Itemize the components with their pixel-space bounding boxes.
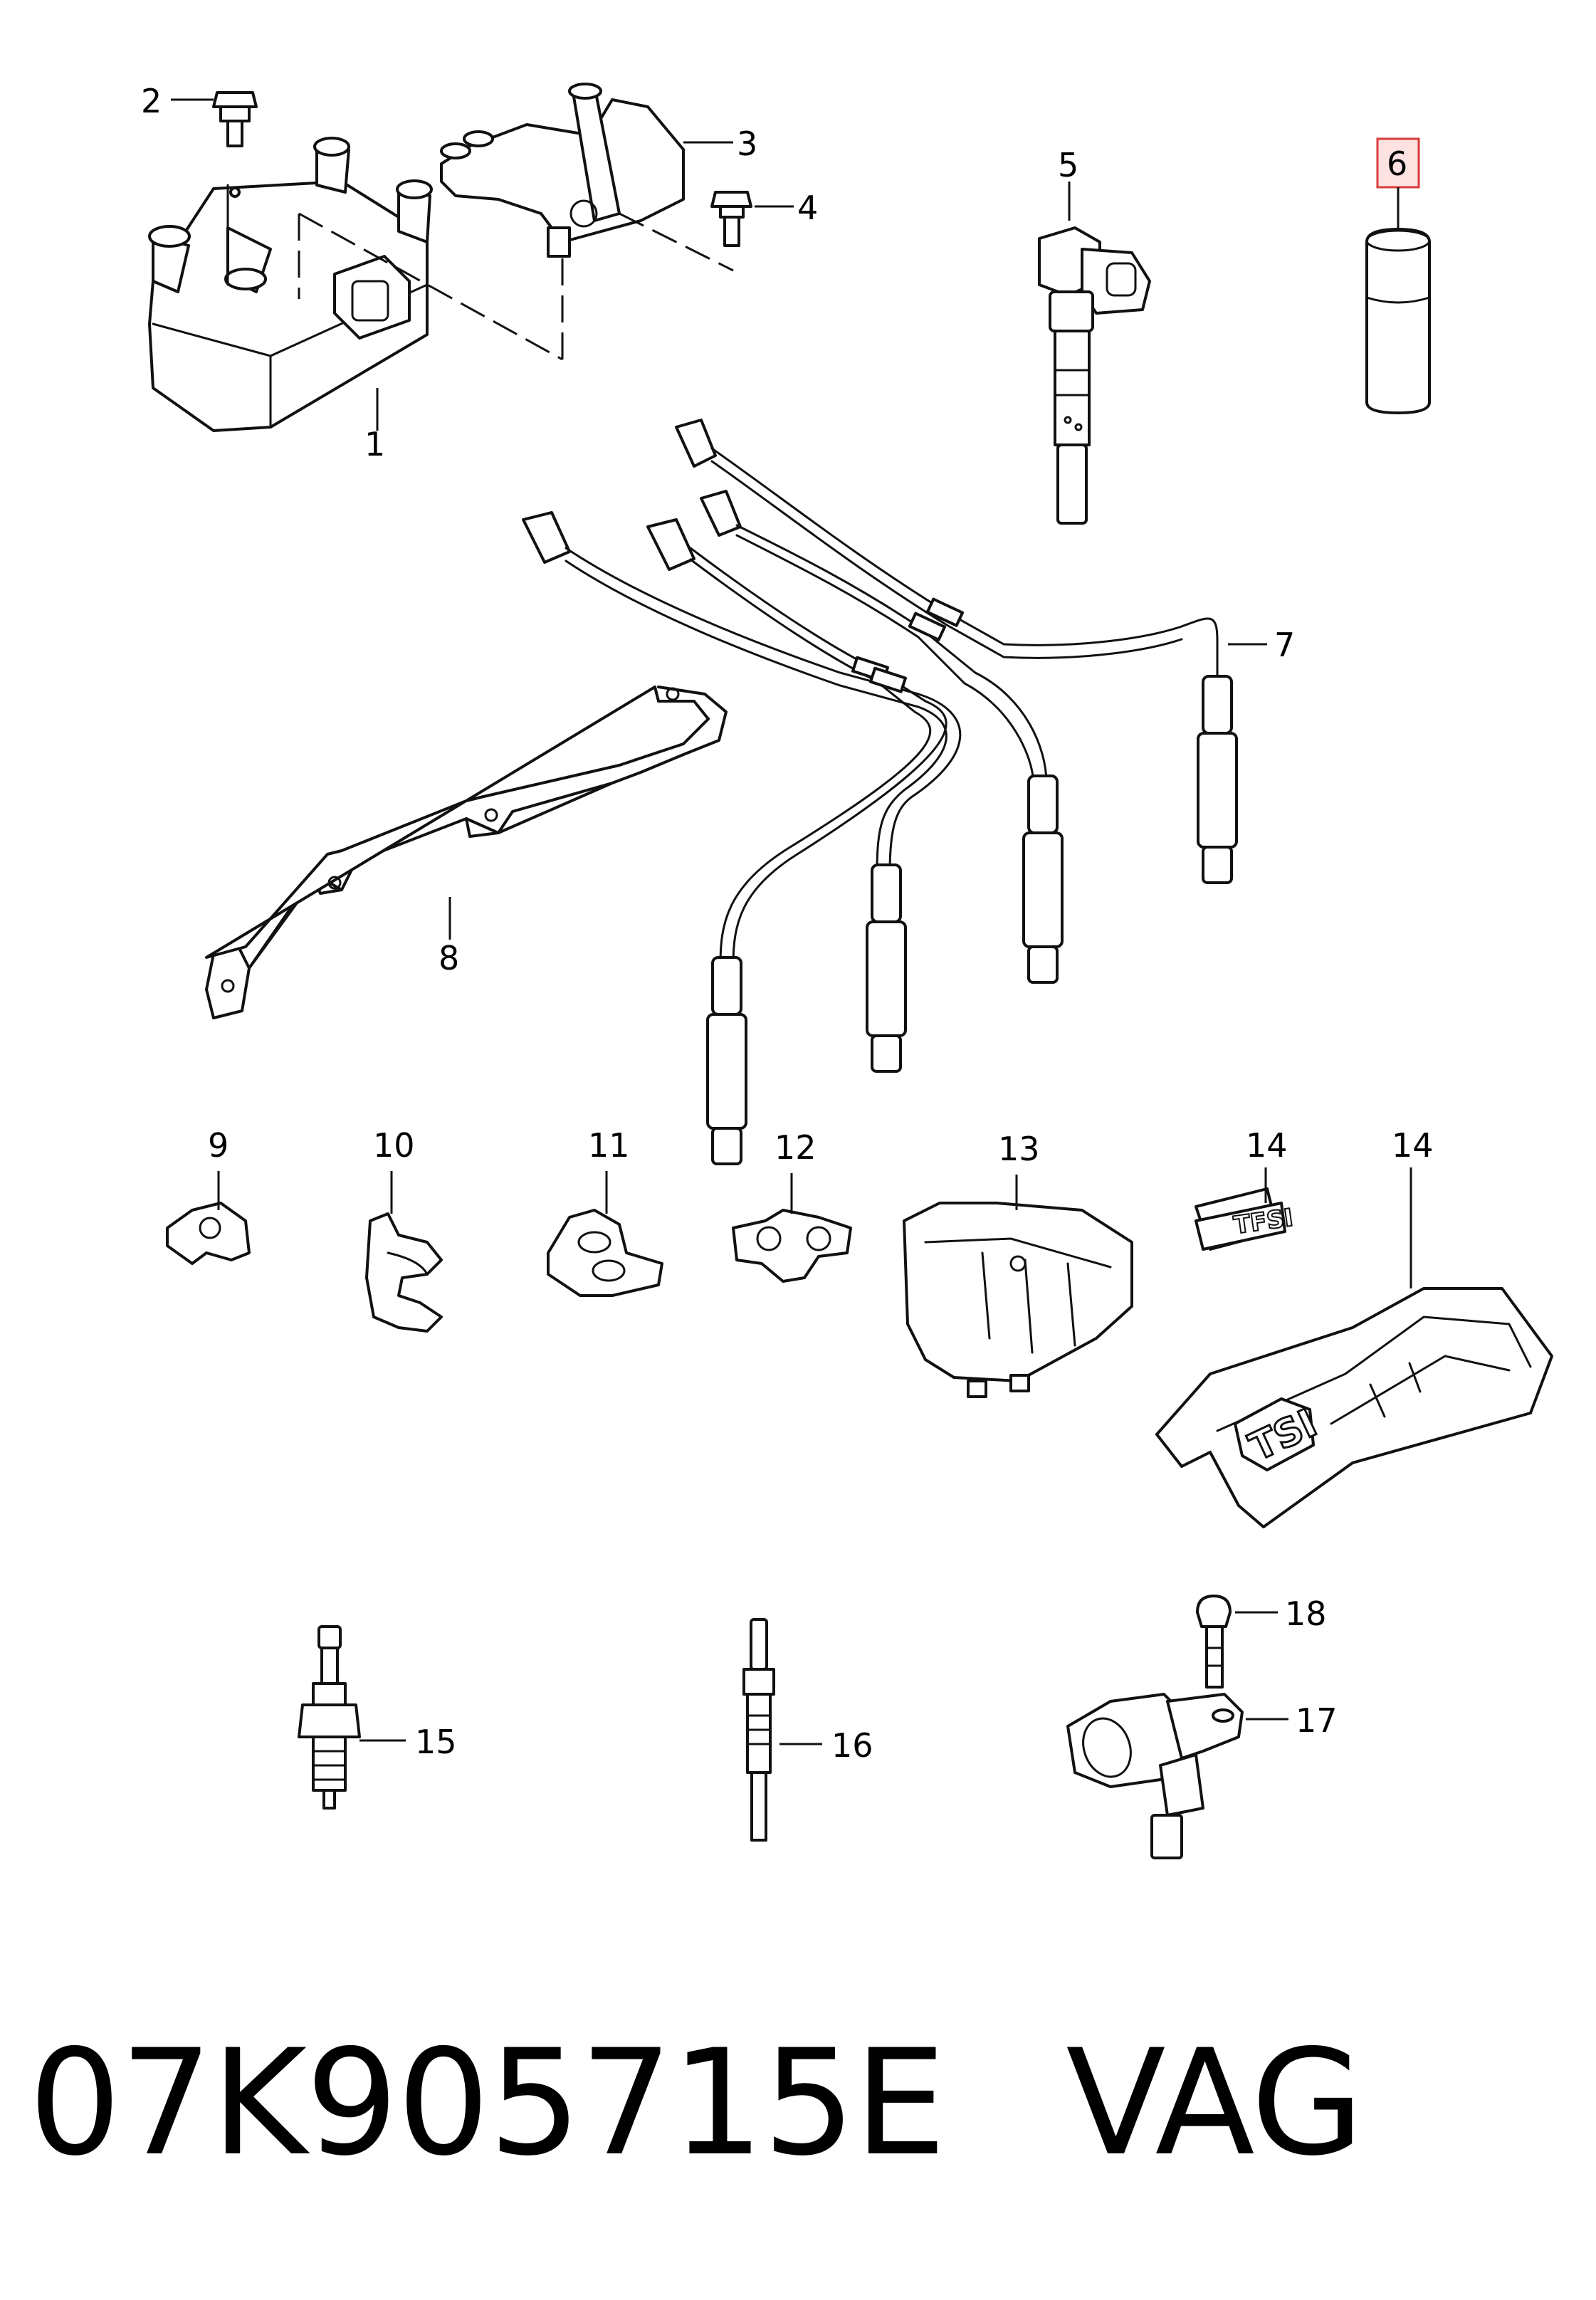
callout-12: 12	[775, 1128, 817, 1167]
part-6-cylinder[interactable]	[1365, 228, 1431, 414]
pencil-ignition-coil	[1038, 226, 1151, 525]
callout-17: 17	[1296, 1701, 1338, 1740]
callout-10: 10	[373, 1126, 415, 1165]
callout-3: 3	[737, 125, 757, 163]
connector-13	[903, 1202, 1133, 1398]
part-caption: 07K905715E VAG	[28, 1997, 1566, 2210]
spark-plug-boot-2	[1022, 774, 1064, 984]
spark-plug-boot-1	[1197, 675, 1238, 884]
coil-bracket	[440, 83, 685, 258]
sensor-17	[1066, 1693, 1244, 1859]
callout-5: 5	[1058, 146, 1078, 184]
callout-13: 13	[998, 1130, 1040, 1168]
part-number: 07K905715E	[28, 2019, 946, 2188]
clip-11	[547, 1209, 663, 1297]
bolt-18	[1196, 1595, 1232, 1689]
callout-14-cover: 14	[1392, 1126, 1434, 1165]
callout-8: 8	[439, 939, 459, 977]
clip-9	[166, 1202, 251, 1265]
callout-9: 9	[208, 1126, 229, 1165]
callout-6: 6	[1387, 145, 1407, 183]
clip-12	[732, 1209, 852, 1283]
glow-plug	[742, 1618, 775, 1842]
ignition-coil-pack	[148, 137, 433, 432]
callout-16: 16	[831, 1726, 873, 1765]
gasket-strip	[205, 686, 728, 1019]
bolt-4	[710, 191, 752, 247]
spark-plug-boot-3	[866, 863, 907, 1073]
callout-15: 15	[415, 1723, 457, 1761]
spark-plug-boot-4	[706, 956, 747, 1165]
callout-14-badge: 14	[1246, 1126, 1288, 1165]
callout-4: 4	[797, 189, 818, 227]
callout-11: 11	[588, 1126, 630, 1165]
spark-plug	[298, 1625, 361, 1810]
clip-10	[365, 1212, 443, 1333]
callout-7: 7	[1274, 626, 1295, 664]
bolt-2	[212, 91, 258, 147]
brand-name: VAG	[1066, 2019, 1364, 2188]
highlight-box-6	[1376, 137, 1420, 189]
callout-1: 1	[364, 425, 385, 463]
callout-18: 18	[1285, 1595, 1327, 1633]
engine-cover: TSI	[1155, 1287, 1553, 1528]
callout-2: 2	[141, 82, 162, 120]
ignition-lead-set	[522, 419, 1238, 1165]
coil-mount-dash-1	[298, 212, 563, 361]
tfsi-badge: TFSI	[1195, 1187, 1296, 1251]
